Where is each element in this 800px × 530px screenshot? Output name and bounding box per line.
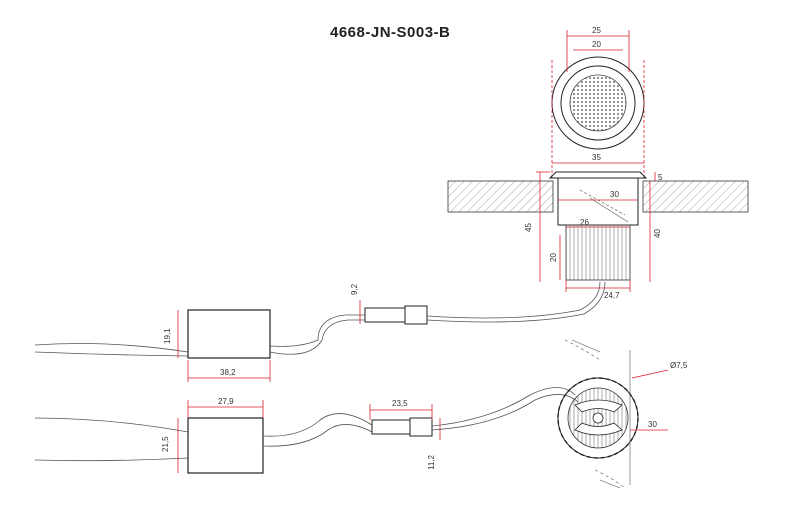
dim-fin-height: 20 — [549, 253, 558, 262]
dim-total-height: 45 — [524, 223, 533, 232]
dim-connector-height: 9,2 — [350, 283, 359, 295]
drawing-title: 4668-JN-S003-B — [330, 24, 451, 41]
dim-top-outer: 25 — [592, 26, 601, 35]
driver-2: 27,9 21,5 23,5 11,2 — [34, 387, 579, 474]
connector-2 — [371, 419, 411, 435]
dim-fin-width: 24,7 — [604, 291, 620, 300]
dim-connector2-height: 11,2 — [427, 454, 436, 470]
driver-1: 19,1 38,2 9,2 — [34, 281, 606, 382]
dim-connector2-width: 23,5 — [392, 399, 408, 408]
heatsink-fins — [565, 224, 631, 281]
dim-rotation: 30 — [648, 420, 657, 429]
dim-driver1-height: 19,1 — [163, 328, 172, 344]
dim-driver2-width: 27,9 — [218, 397, 234, 406]
rotation-view: Ø7,5 30 — [557, 339, 688, 489]
dim-body-height: 40 — [653, 229, 662, 238]
dim-driver1-width: 38,2 — [220, 368, 236, 377]
dim-flange-height: 5 — [658, 173, 663, 182]
dim-flange-width: 35 — [592, 153, 601, 162]
driver-2-box — [187, 417, 264, 474]
body — [557, 177, 639, 226]
dim-body-width: 30 — [610, 190, 619, 199]
section-view: 35 30 26 5 45 40 20 24,7 — [447, 153, 749, 300]
connector-1 — [364, 307, 406, 323]
dim-inner-width: 26 — [580, 218, 589, 227]
top-view: 25 20 — [551, 26, 645, 178]
mid-ring — [560, 65, 636, 141]
dim-driver2-height: 21,5 — [161, 436, 170, 452]
flange — [548, 171, 648, 179]
dim-hole-diameter: Ø7,5 — [670, 361, 688, 370]
lens — [569, 74, 627, 132]
dim-top-inner: 20 — [592, 40, 601, 49]
driver-1-box — [187, 309, 271, 359]
